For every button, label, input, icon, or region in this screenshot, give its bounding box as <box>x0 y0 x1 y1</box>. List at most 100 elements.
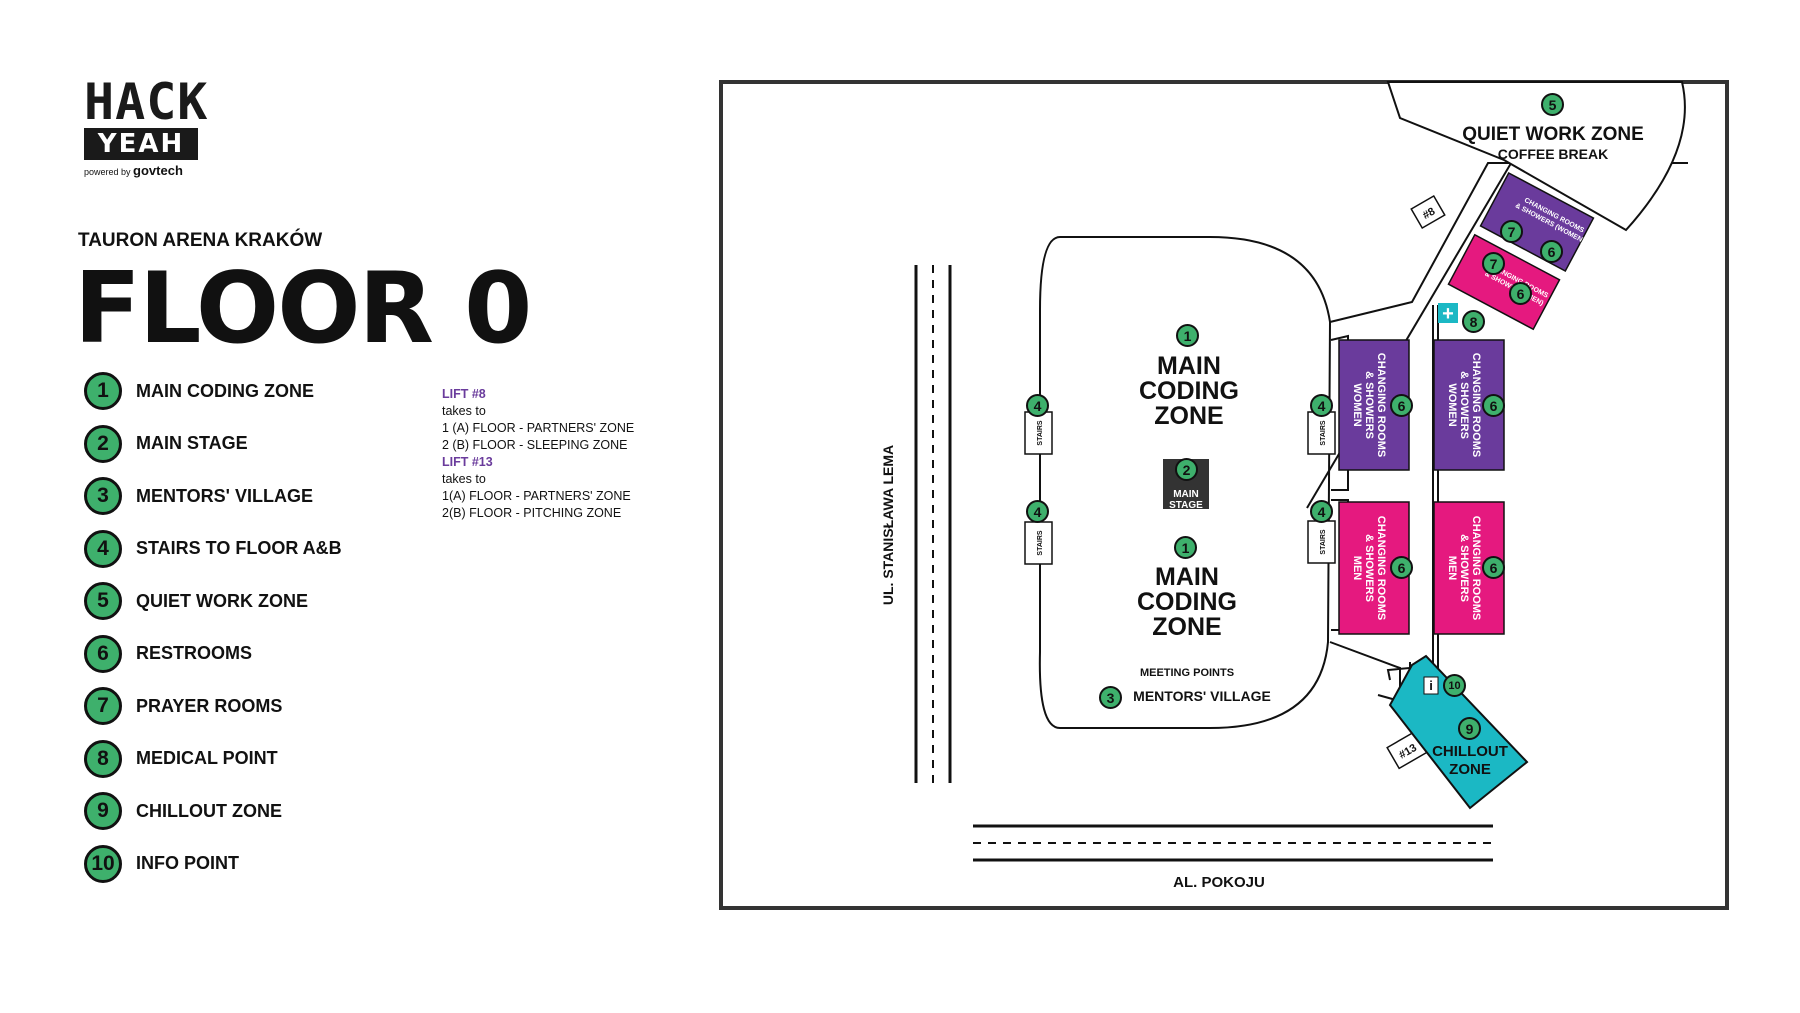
legend-badge: 4 <box>84 529 122 568</box>
women-label-line2: & SHOWERS <box>1458 371 1470 439</box>
stairs-label: STAIRS <box>1320 529 1327 554</box>
lift-8-line: 1 (A) FLOOR - PARTNERS' ZONE <box>442 421 635 435</box>
lift-info: LIFT #8 takes to 1 (A) FLOOR - PARTNERS'… <box>442 386 634 522</box>
badge-restroom: 6 <box>1482 556 1505 579</box>
badge-mentors: 3 <box>1099 686 1122 709</box>
badge-stairs: 4 <box>1310 394 1333 417</box>
badge-main-stage: 2 <box>1175 458 1198 481</box>
women-label-line3: WOMEN <box>1446 383 1458 426</box>
legend-badge: 6 <box>84 634 122 673</box>
women-label-line3: WOMEN <box>1351 383 1363 426</box>
legend-label: QUIET WORK ZONE <box>136 590 308 611</box>
street-lema-label: UL. STANISŁAWA LEMA <box>880 445 896 605</box>
govtech-brand: govtech <box>133 163 183 178</box>
women-label-line1: CHANGING ROOMS <box>1470 353 1482 458</box>
badge-coding-bottom: 1 <box>1174 536 1197 559</box>
badge-medical: 8 <box>1462 310 1485 333</box>
badge-restroom: 6 <box>1509 282 1532 305</box>
badge-restroom: 6 <box>1390 394 1413 417</box>
stairs-right-1: STAIRS <box>1307 411 1336 455</box>
legend-badge: 5 <box>84 582 122 620</box>
legend-badge: 7 <box>84 687 122 725</box>
badge-stairs: 4 <box>1026 500 1049 523</box>
legend-badge: 8 <box>84 739 122 778</box>
stairs-label: STAIRS <box>1037 420 1044 445</box>
legend-label: PRAYER ROOMS <box>136 695 283 716</box>
mentors-village-label: MENTORS' VILLAGE <box>1133 688 1271 704</box>
map-frame <box>719 80 1729 910</box>
women-label-line2: & SHOWERS <box>1363 371 1375 439</box>
legend-item: 6 RESTROOMS <box>84 631 252 677</box>
lift-8-takes: takes to <box>442 404 486 418</box>
lift-8-label: #8 <box>1421 205 1438 222</box>
lift-8-marker: #8 <box>1410 194 1446 230</box>
powered-by-text: powered by <box>84 167 131 177</box>
badge-info: 10 <box>1443 674 1466 697</box>
chillout-label-line1: CHILLOUT <box>1432 743 1508 760</box>
quiet-work-zone-area <box>1386 81 1686 232</box>
legend-label: MEDICAL POINT <box>136 748 278 768</box>
badge-stairs: 4 <box>1310 500 1333 523</box>
men-label-line2: & SHOWERS <box>1363 534 1375 602</box>
badge-stairs: 4 <box>1026 394 1049 417</box>
medical-icon <box>1438 303 1458 323</box>
stairs-left-1: STAIRS <box>1024 411 1053 455</box>
floor-title: FLOOR 0 <box>74 252 532 366</box>
lift-13-line: 1(A) FLOOR - PARTNERS' ZONE <box>442 489 631 503</box>
quiet-zone-label: QUIET WORK ZONE <box>1462 124 1644 145</box>
arena-hall <box>1038 236 1332 729</box>
legend-label: MAIN CODING ZONE <box>136 380 314 401</box>
legend-badge: 1 <box>84 372 122 410</box>
badge-restroom: 6 <box>1482 394 1505 417</box>
logo-powered-by: powered by govtech <box>84 163 202 178</box>
coding-top-line3: ZONE <box>1154 402 1223 430</box>
men-label-line1: CHANGING ROOMS <box>1375 516 1387 621</box>
men-label-line3: MEN <box>1446 556 1458 581</box>
legend-label: MENTORS' VILLAGE <box>136 485 313 506</box>
badge-restroom: 6 <box>1390 556 1413 579</box>
legend-badge: 9 <box>84 792 122 830</box>
legend-label: CHILLOUT ZONE <box>136 800 282 821</box>
venue-name: TAURON ARENA KRAKÓW <box>78 230 323 251</box>
men-label-line1: CHANGING ROOMS <box>1470 516 1482 621</box>
main-stage-line1: MAIN <box>1173 489 1199 500</box>
coding-top-line2: CODING <box>1139 377 1239 405</box>
badge-restroom: 6 <box>1540 240 1563 263</box>
lift-13-line: 2(B) FLOOR - PITCHING ZONE <box>442 506 622 520</box>
chillout-label-line2: ZONE <box>1449 761 1491 778</box>
legend-item: 1 MAIN CODING ZONE <box>84 368 314 414</box>
legend-badge: 2 <box>84 424 122 463</box>
medical-icon-glyph: + <box>1442 303 1454 325</box>
badge-coding-top: 1 <box>1176 324 1199 347</box>
legend-item: 9 CHILLOUT ZONE <box>84 788 282 834</box>
coffee-break-label: COFFEE BREAK <box>1498 146 1608 162</box>
info-icon-glyph: i <box>1429 678 1433 693</box>
lift-13-takes: takes to <box>442 472 486 486</box>
stairs-right-2: STAIRS <box>1307 520 1336 564</box>
coding-bottom-line2: CODING <box>1137 588 1237 616</box>
men-label-line3: MEN <box>1351 556 1363 581</box>
badge-prayer-room: 7 <box>1500 220 1523 243</box>
street-pokoju <box>973 824 1493 862</box>
coding-bottom-line3: ZONE <box>1152 613 1221 641</box>
badge-chillout: 9 <box>1458 717 1481 740</box>
stairs-left-2: STAIRS <box>1024 521 1053 565</box>
street-pokoju-label: AL. POKOJU <box>1173 874 1265 891</box>
badge-prayer-room: 7 <box>1482 252 1505 275</box>
legend-label: RESTROOMS <box>136 643 253 663</box>
logo-hack-text: HACK <box>84 73 209 131</box>
legend-badge: 10 <box>84 844 122 883</box>
legend-item: 7 PRAYER ROOMS <box>84 683 282 729</box>
legend-item: 5 QUIET WORK ZONE <box>84 578 308 624</box>
coding-top-line1: MAIN <box>1157 352 1221 380</box>
main-stage-line2: STAGE <box>1169 500 1203 511</box>
street-lema <box>914 265 952 783</box>
meeting-points-label: MEETING POINTS <box>1140 667 1234 679</box>
badge-quiet-zone: 5 <box>1541 93 1564 116</box>
men-label-line2: & SHOWERS <box>1458 534 1470 602</box>
hackyeah-logo: HACK YEAH powered by govtech <box>84 73 209 178</box>
